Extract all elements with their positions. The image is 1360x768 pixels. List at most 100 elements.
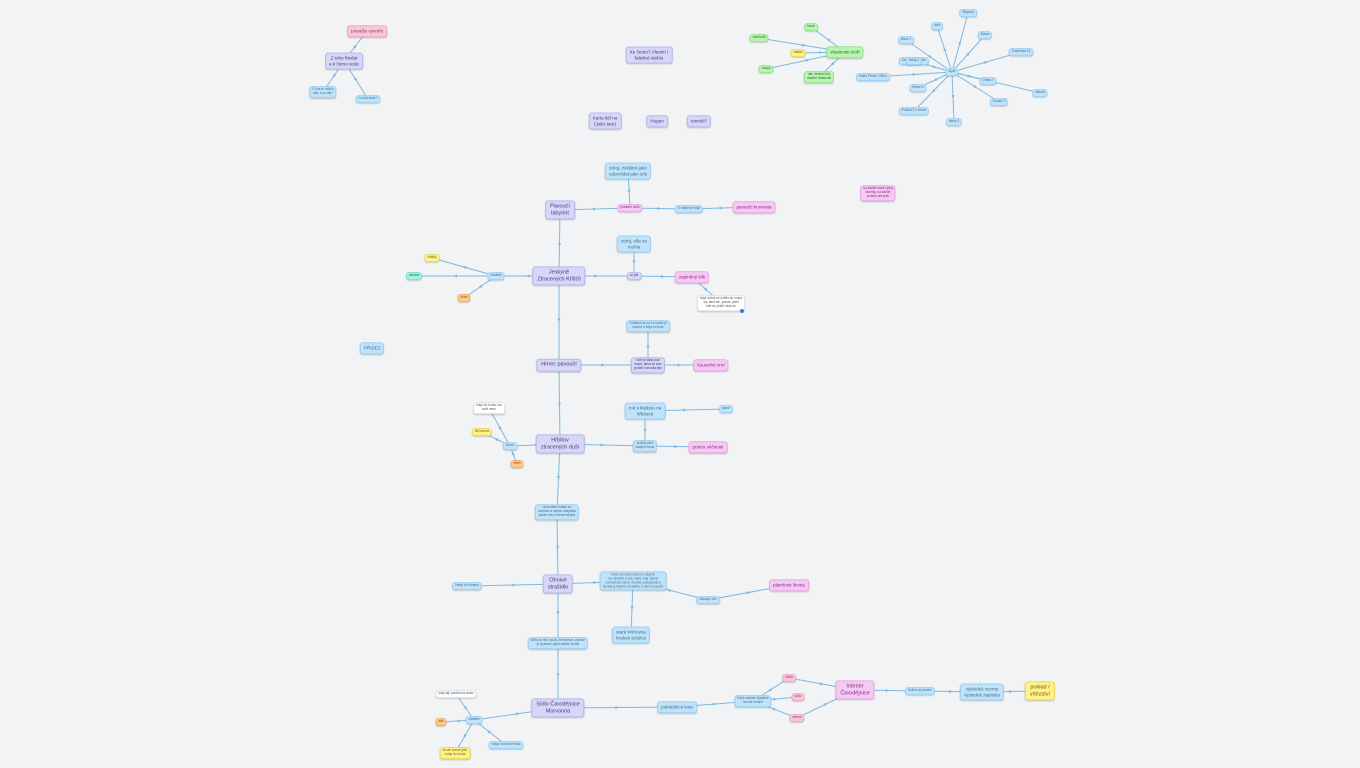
node-labright[interactable]: V hraně se boje <box>674 205 704 213</box>
node-poklad[interactable]: pokladnice lesa <box>657 701 697 713</box>
node-label: Vstup do chrámu <box>454 583 480 588</box>
node-label: Když získáte výsledek <box>737 696 769 701</box>
node-label: rod s kletbou na <box>628 405 662 411</box>
arrow-icon <box>826 38 831 42</box>
node-s14[interactable]: vstup 2 <box>905 57 923 65</box>
node-sb[interactable]: vstup do kouzel lesa <box>488 741 524 749</box>
node-sorange[interactable]: zde <box>435 718 447 726</box>
arrow-icon <box>967 74 972 78</box>
node-prsten[interactable]: prsten věčnosti <box>688 441 728 453</box>
node-kouzelne[interactable]: kouzelné zrní <box>693 359 729 371</box>
arrow-icon <box>593 581 598 585</box>
node-label: co jde <box>629 273 639 278</box>
node-s4[interactable]: Barva <box>977 31 993 39</box>
node-konec[interactable]: konec <box>502 442 518 450</box>
node-label: když dobrý se světla do místa <box>700 296 742 301</box>
node-pavouci[interactable]: pavoučí komnata <box>732 201 776 213</box>
arrow-icon <box>353 44 357 49</box>
node-zaplny[interactable]: zaplněný klik <box>674 271 710 283</box>
node-ctenari[interactable]: Ke čemu? Vlastní /falešné stéblo <box>625 46 673 64</box>
node-zacatek[interactable]: začátek <box>487 272 505 280</box>
node-s8[interactable]: Cesta ? <box>979 77 997 85</box>
node-s12[interactable]: střely 3 <box>945 118 963 126</box>
node-s11[interactable]: Poklad 2 x mince <box>898 107 930 115</box>
node-s7[interactable]: Místo Pevné / Něco <box>856 73 890 81</box>
node-hugen[interactable]: Hugen <box>646 115 668 127</box>
arrow-icon <box>632 258 636 262</box>
node-ps2[interactable]: sídlo <box>791 693 805 701</box>
node-hsm[interactable]: jasné <box>719 405 733 413</box>
node-poklad2[interactable]: poklad /vítězství <box>1024 681 1056 701</box>
node-zy[interactable]: svátky <box>424 254 440 262</box>
node-label: Stejnost <box>962 10 974 15</box>
node-plamen[interactable]: plamínek života <box>769 579 809 591</box>
node-knihovna[interactable]: Knihovna prostor <box>904 687 936 695</box>
node-hrnec[interactable]: Hrnec pavoučí <box>536 358 582 372</box>
node-prastar[interactable]: prastaré sídlo <box>617 204 643 212</box>
arrow-icon <box>966 52 970 56</box>
node-pravidla[interactable]: pravidla vytvořit <box>347 25 387 37</box>
node-g2[interactable]: koule <box>804 23 818 31</box>
arrow-icon <box>557 241 561 246</box>
arrow-icon <box>768 688 773 692</box>
node-g3[interactable]: vlastnosti tvoří <box>826 46 864 58</box>
node-ps1[interactable]: cesta <box>782 674 796 682</box>
node-g4[interactable]: vstupy <box>758 65 774 73</box>
node-label: plamínek života <box>773 582 805 588</box>
node-s6[interactable]: Návrat <box>1032 89 1048 97</box>
node-label: výsledek vezme <box>965 686 999 692</box>
node-zt[interactable]: zásoba <box>405 272 423 280</box>
node-jmid[interactable]: co jde <box>626 272 642 280</box>
node-s9[interactable]: Kouzlo 7 <box>989 98 1009 106</box>
node-zaklad[interactable]: základ <box>790 49 806 57</box>
node-zo[interactable]: oheň <box>457 294 471 302</box>
arrow-icon <box>556 673 560 678</box>
node-oleft[interactable]: Vstup do chrámu <box>451 582 483 590</box>
node-pridej[interactable]: PŘIDEJ <box>359 342 385 354</box>
node-hub[interactable]: tajné <box>945 68 959 76</box>
comment-marker-icon[interactable] <box>740 309 744 313</box>
node-s10[interactable]: Mince 4 <box>909 84 927 92</box>
node-s1[interactable]: Bitva 1 <box>898 36 914 44</box>
node-s5[interactable]: Podmínka 12 <box>1008 48 1034 56</box>
node-sleft[interactable]: začátek <box>465 716 483 724</box>
node-g1[interactable]: vlastnosti <box>749 34 769 42</box>
node-ko[interactable]: oheň <box>510 460 524 468</box>
node-ky[interactable]: klíč ducha <box>471 428 493 436</box>
node-tomo[interactable]: tomoši? <box>686 115 712 127</box>
node-oright[interactable]: stávající věc <box>696 596 720 604</box>
node-l1b[interactable]: Co dál bude? <box>355 95 381 103</box>
node-karta[interactable]: Karta lidí na(Jako tam) <box>588 112 622 130</box>
node-s2[interactable]: svět <box>931 22 943 30</box>
node-s3[interactable]: Stejnost <box>959 9 977 17</box>
node-snote[interactable]: když její pohled na chatu <box>435 690 477 698</box>
node-ps3[interactable]: zámek <box>789 714 805 722</box>
